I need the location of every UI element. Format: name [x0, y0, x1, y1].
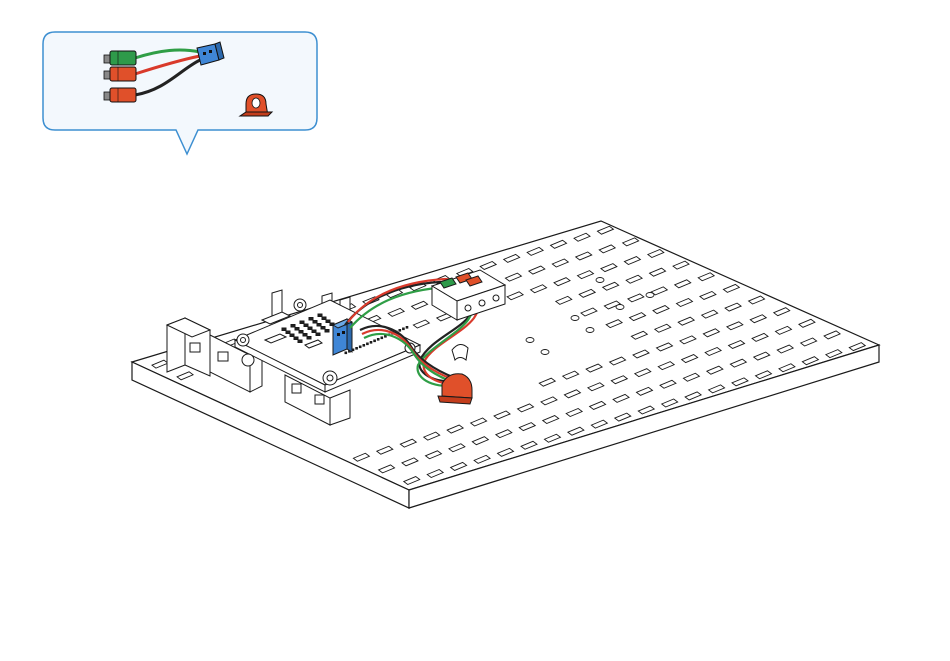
edge-pad — [399, 330, 401, 332]
baseplate-round-hole — [571, 316, 579, 321]
led-dot — [300, 321, 304, 324]
led-dot — [286, 331, 290, 334]
led-dot — [299, 331, 303, 334]
led-dot — [325, 330, 329, 333]
led-dot — [326, 320, 330, 323]
led-dot — [290, 334, 294, 337]
led-dot — [294, 337, 298, 340]
led-dot — [308, 327, 312, 330]
led-dot — [313, 321, 317, 324]
baseplate-round-hole — [586, 328, 594, 333]
edge-pad — [370, 342, 372, 344]
edge-pad — [381, 337, 383, 339]
edge-pad — [377, 339, 379, 341]
edge-pad — [403, 328, 405, 330]
led-dot — [316, 333, 320, 336]
led-dot — [321, 327, 325, 330]
led-dot — [295, 328, 299, 331]
led-dot — [322, 317, 326, 320]
edge-pad — [363, 345, 365, 347]
led-dot — [298, 340, 302, 343]
baseplate-round-hole — [596, 278, 604, 283]
baseplate-round-hole — [616, 305, 624, 310]
led-dot — [291, 325, 295, 328]
edge-pad — [385, 336, 387, 338]
edge-pad — [367, 343, 369, 345]
edge-pad — [345, 352, 347, 354]
led-dot — [312, 330, 316, 333]
edge-pad — [359, 346, 361, 348]
led-dot — [307, 337, 311, 340]
led-dot — [317, 324, 321, 327]
led-dot — [318, 314, 322, 317]
baseplate-round-hole — [646, 293, 654, 298]
led-dot — [304, 324, 308, 327]
edge-pad — [406, 327, 408, 329]
baseplate-round-hole — [526, 338, 534, 343]
edge-pad — [356, 348, 358, 350]
led-dot — [309, 318, 313, 321]
led-dot — [303, 334, 307, 337]
led-dot — [282, 328, 286, 331]
baseplate-round-hole — [541, 350, 549, 355]
parts-callout — [43, 32, 317, 154]
white-cable-clip — [452, 344, 468, 360]
edge-pad — [374, 340, 376, 342]
blue-connector — [333, 319, 352, 355]
